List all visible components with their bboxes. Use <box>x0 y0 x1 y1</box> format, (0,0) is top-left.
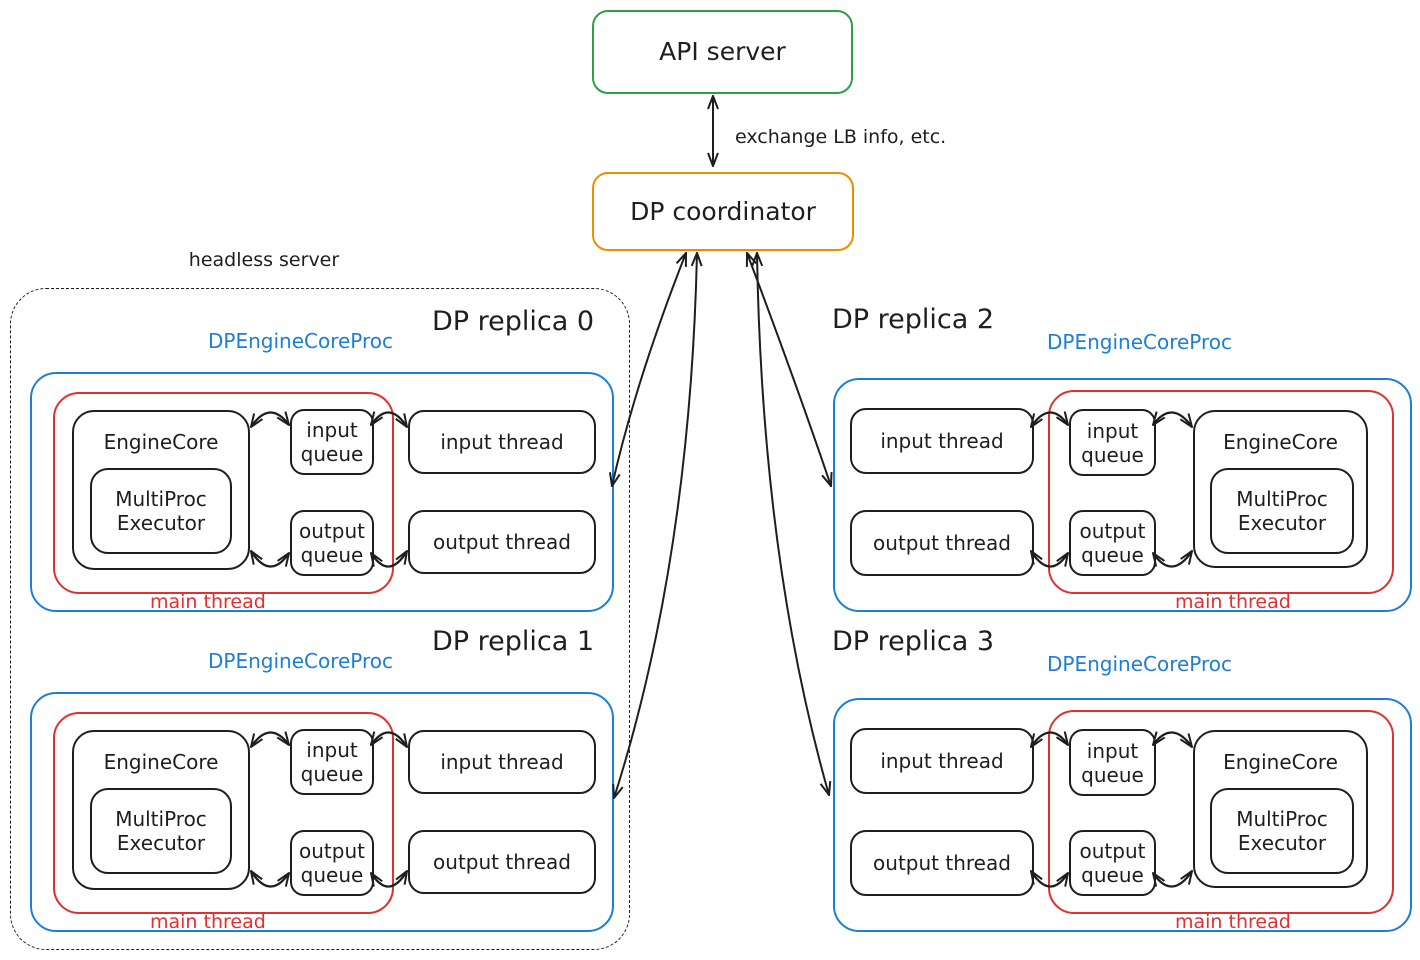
replica-title: DP replica 0 <box>431 306 595 337</box>
dp-coordinator-node: DP coordinator <box>592 172 854 251</box>
process-frame <box>30 692 614 932</box>
output-thread-label: output thread <box>873 851 1011 875</box>
input-thread-box: input thread <box>850 728 1034 794</box>
input-queue-label: input queue <box>1081 418 1144 467</box>
exchange-lb-info-label: exchange LB info, etc. <box>735 126 947 148</box>
multiproc-executor-box: MultiProc Executor <box>1210 788 1354 874</box>
api-server-label: API server <box>659 37 786 66</box>
api-server-node: API server <box>592 10 853 94</box>
multiproc-executor-box: MultiProc Executor <box>90 788 232 874</box>
output-thread-box: output thread <box>408 510 596 574</box>
replica-title: DP replica 2 <box>831 304 995 335</box>
main-thread-frame <box>53 392 394 594</box>
dpenginecoreproc-label: DPEngineCoreProc <box>208 329 394 353</box>
multiproc-executor-box: MultiProc Executor <box>1210 468 1354 554</box>
input-queue-box: input queue <box>290 409 374 475</box>
output-queue-box: output queue <box>1069 830 1156 896</box>
output-thread-label: output thread <box>433 850 571 874</box>
dpenginecoreproc-label: DPEngineCoreProc <box>1047 330 1233 354</box>
output-queue-box: output queue <box>290 510 374 576</box>
input-queue-label: input queue <box>1081 738 1144 787</box>
main-thread-frame <box>1048 710 1394 914</box>
dp-coordinator-label: DP coordinator <box>630 196 816 226</box>
dpenginecoreproc-label: DPEngineCoreProc <box>208 649 394 673</box>
input-thread-label: input thread <box>440 750 564 774</box>
multiproc-executor-box: MultiProc Executor <box>90 468 232 554</box>
input-thread-label: input thread <box>440 430 564 454</box>
main-thread-label: main thread <box>1175 911 1291 933</box>
input-queue-label: input queue <box>300 738 364 786</box>
input-queue-box: input queue <box>1069 409 1156 476</box>
output-queue-box: output queue <box>1069 510 1156 576</box>
main-thread-frame <box>1048 390 1394 594</box>
output-thread-box: output thread <box>850 510 1034 576</box>
input-thread-label: input thread <box>880 749 1004 773</box>
multiproc-executor-label: MultiProc Executor <box>1236 807 1328 855</box>
output-queue-box: output queue <box>290 830 374 896</box>
main-thread-label: main thread <box>150 591 266 613</box>
engine-core-label: EngineCore <box>103 750 219 774</box>
input-thread-label: input thread <box>880 429 1004 453</box>
process-frame <box>833 378 1412 612</box>
input-queue-box: input queue <box>290 729 374 795</box>
output-queue-label: output queue <box>299 519 365 567</box>
input-queue-label: input queue <box>300 418 364 466</box>
engine-core-label: EngineCore <box>1223 750 1338 774</box>
output-thread-box: output thread <box>408 830 596 894</box>
output-queue-label: output queue <box>1079 839 1146 887</box>
output-queue-label: output queue <box>299 839 365 887</box>
main-thread-label: main thread <box>1175 591 1291 613</box>
multiproc-executor-label: MultiProc Executor <box>115 487 207 535</box>
arrow-coordinator-replica-2 <box>747 253 831 486</box>
output-thread-label: output thread <box>873 531 1011 555</box>
input-thread-box: input thread <box>850 408 1034 474</box>
replica-title: DP replica 3 <box>831 626 995 657</box>
output-queue-label: output queue <box>1079 519 1146 567</box>
engine-core-label: EngineCore <box>103 430 219 454</box>
engine-core-label: EngineCore <box>1223 430 1338 454</box>
headless-server-label: headless server <box>188 249 340 271</box>
multiproc-executor-label: MultiProc Executor <box>1236 487 1328 535</box>
output-thread-label: output thread <box>433 530 571 554</box>
input-thread-box: input thread <box>408 410 596 474</box>
main-thread-frame <box>53 712 394 914</box>
output-thread-box: output thread <box>850 830 1034 896</box>
main-thread-label: main thread <box>150 911 266 933</box>
replica-title: DP replica 1 <box>431 626 595 657</box>
dpenginecoreproc-label: DPEngineCoreProc <box>1047 652 1233 676</box>
input-queue-box: input queue <box>1069 729 1156 796</box>
input-thread-box: input thread <box>408 730 596 794</box>
process-frame <box>833 698 1412 932</box>
multiproc-executor-label: MultiProc Executor <box>115 807 207 855</box>
